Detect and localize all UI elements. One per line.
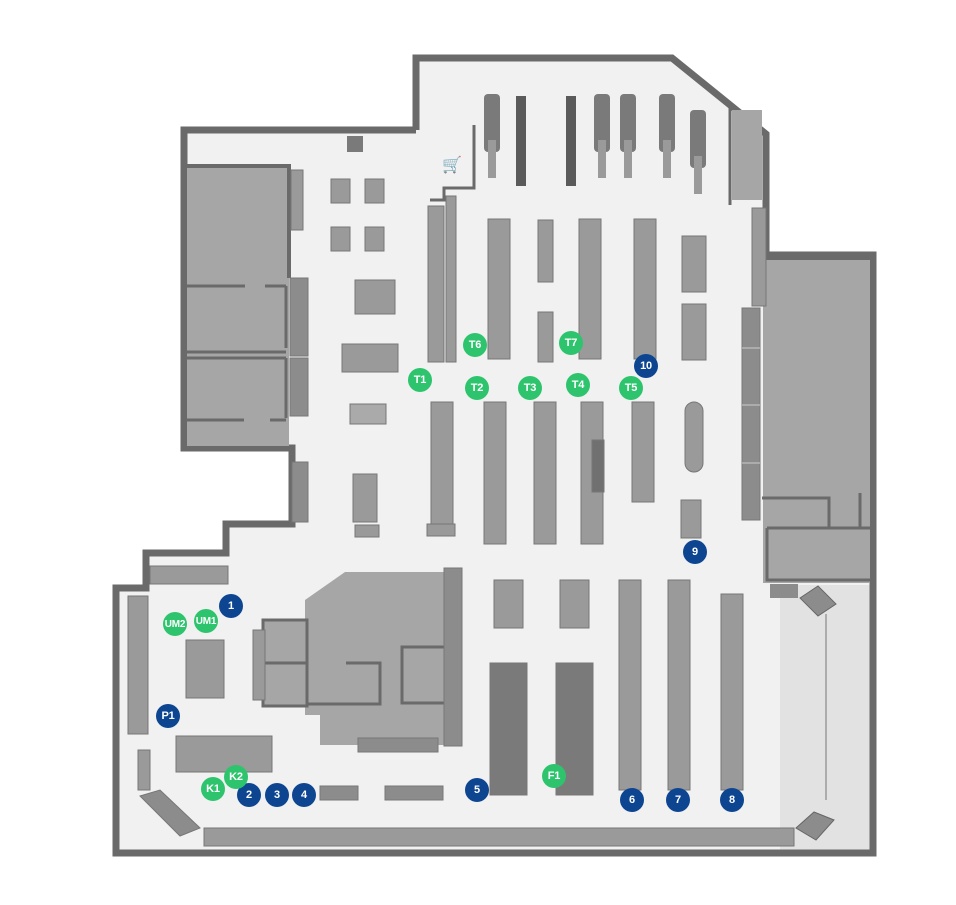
map-marker-k2[interactable]: K2	[224, 765, 248, 789]
display-tables	[330, 178, 399, 538]
map-marker-um2[interactable]: UM2	[163, 612, 187, 636]
map-marker-t4[interactable]: T4	[566, 373, 590, 397]
checkout-area: 🛒	[347, 94, 762, 205]
map-marker-7[interactable]: 7	[666, 788, 690, 812]
map-marker-4[interactable]: 4	[292, 783, 316, 807]
map-marker-t6[interactable]: T6	[463, 333, 487, 357]
map-marker-6[interactable]: 6	[620, 788, 644, 812]
map-marker-t5[interactable]: T5	[619, 376, 643, 400]
map-marker-t7[interactable]: T7	[559, 331, 583, 355]
back-rooms-right	[741, 207, 870, 841]
service-counter	[175, 567, 463, 801]
back-rooms-left	[187, 164, 309, 523]
map-marker-5[interactable]: 5	[465, 778, 489, 802]
aisles-middle	[426, 401, 704, 545]
map-marker-3[interactable]: 3	[265, 783, 289, 807]
map-marker-f1[interactable]: F1	[542, 764, 566, 788]
map-marker-1[interactable]: 1	[219, 594, 243, 618]
aisles-lower	[489, 579, 744, 796]
map-marker-t3[interactable]: T3	[518, 376, 542, 400]
map-marker-t2[interactable]: T2	[465, 376, 489, 400]
front-wall-shelves	[139, 789, 795, 847]
map-marker-k1[interactable]: K1	[201, 777, 225, 801]
map-marker-um1[interactable]: UM1	[194, 609, 218, 633]
map-marker-9[interactable]: 9	[683, 540, 707, 564]
map-marker-8[interactable]: 8	[720, 788, 744, 812]
map-marker-p1[interactable]: P1	[156, 704, 180, 728]
map-marker-10[interactable]: 10	[634, 354, 658, 378]
wall-shelves-left	[127, 195, 457, 791]
svg-text:🛒: 🛒	[442, 155, 462, 174]
aisles-upper	[487, 218, 707, 363]
map-marker-t1[interactable]: T1	[408, 368, 432, 392]
